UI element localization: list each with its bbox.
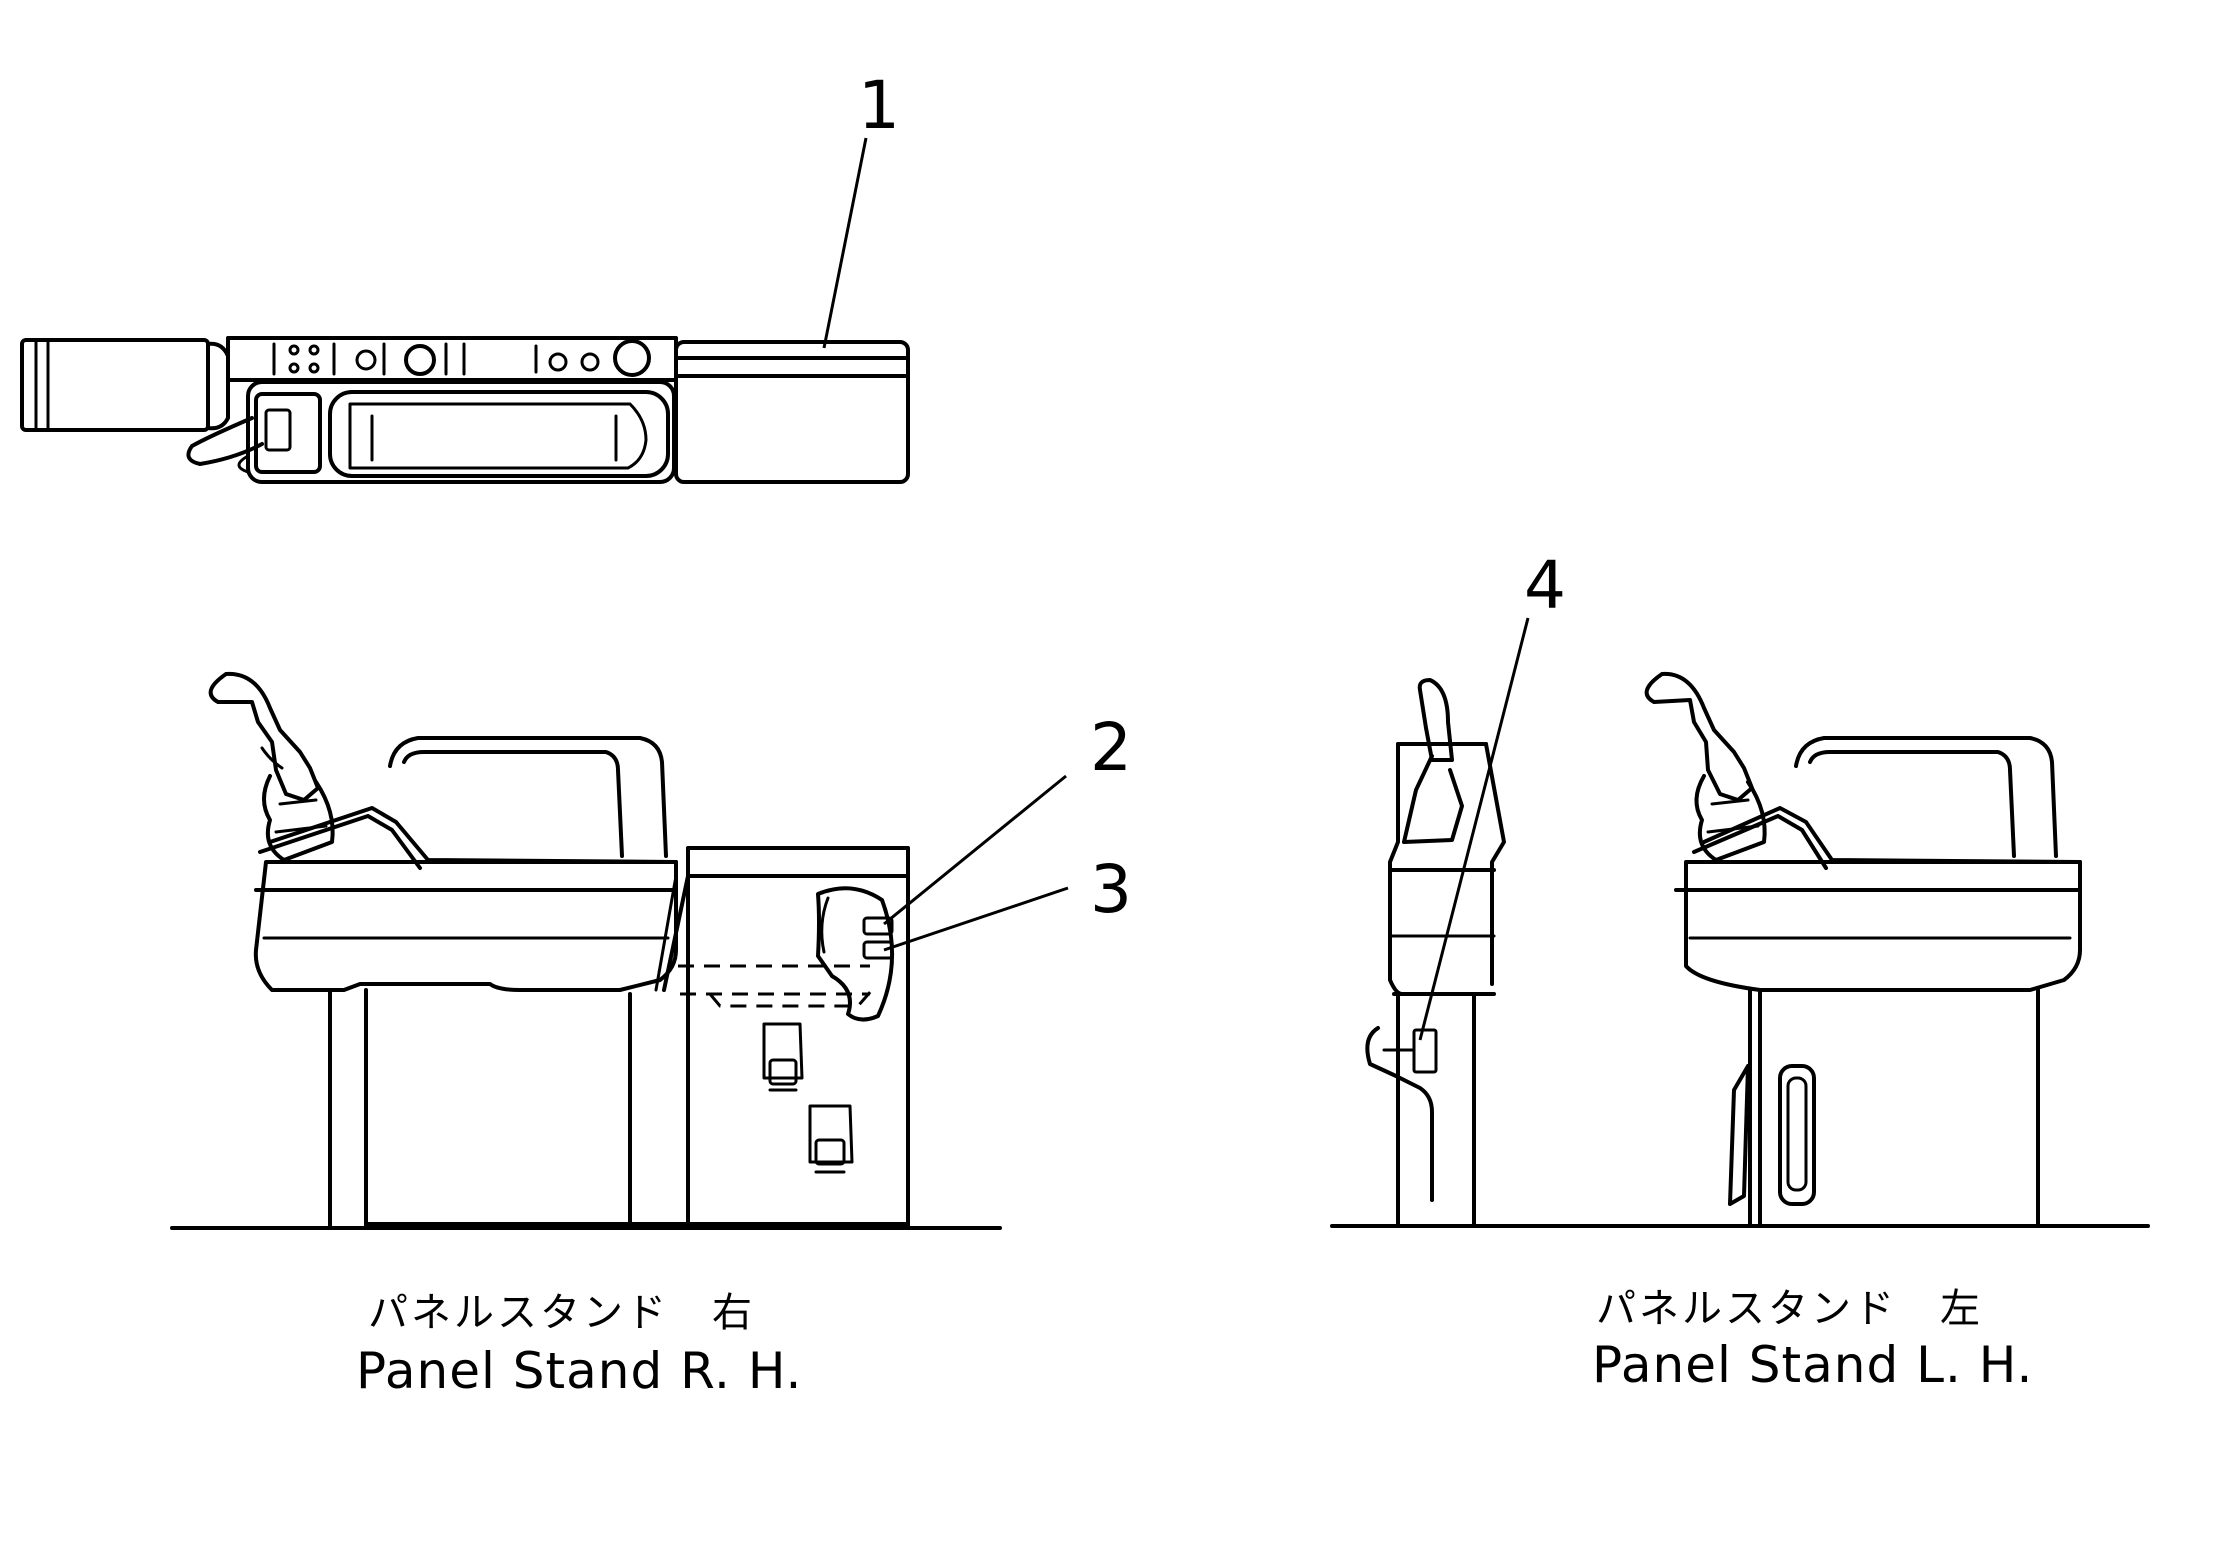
caption-left-jp: パネルスタンド 左: [1596, 1286, 1983, 1332]
callout-2: 2: [1090, 709, 1132, 786]
caption-right-jp: パネルスタンド 右: [368, 1290, 755, 1336]
leader-lines: [822, 137, 1530, 1041]
callout-1: 1: [858, 67, 900, 144]
caption-right-en: Panel Stand R. H.: [356, 1342, 802, 1400]
caption-left-en: Panel Stand L. H.: [1592, 1336, 2033, 1394]
panel-stand-rh-view: [170, 671, 1002, 1230]
callout-4: 4: [1524, 547, 1566, 624]
callout-3: 3: [1090, 851, 1132, 928]
panel-stand-lh-view: [1330, 671, 2150, 1228]
panel-stand-top-view: [20, 336, 910, 484]
